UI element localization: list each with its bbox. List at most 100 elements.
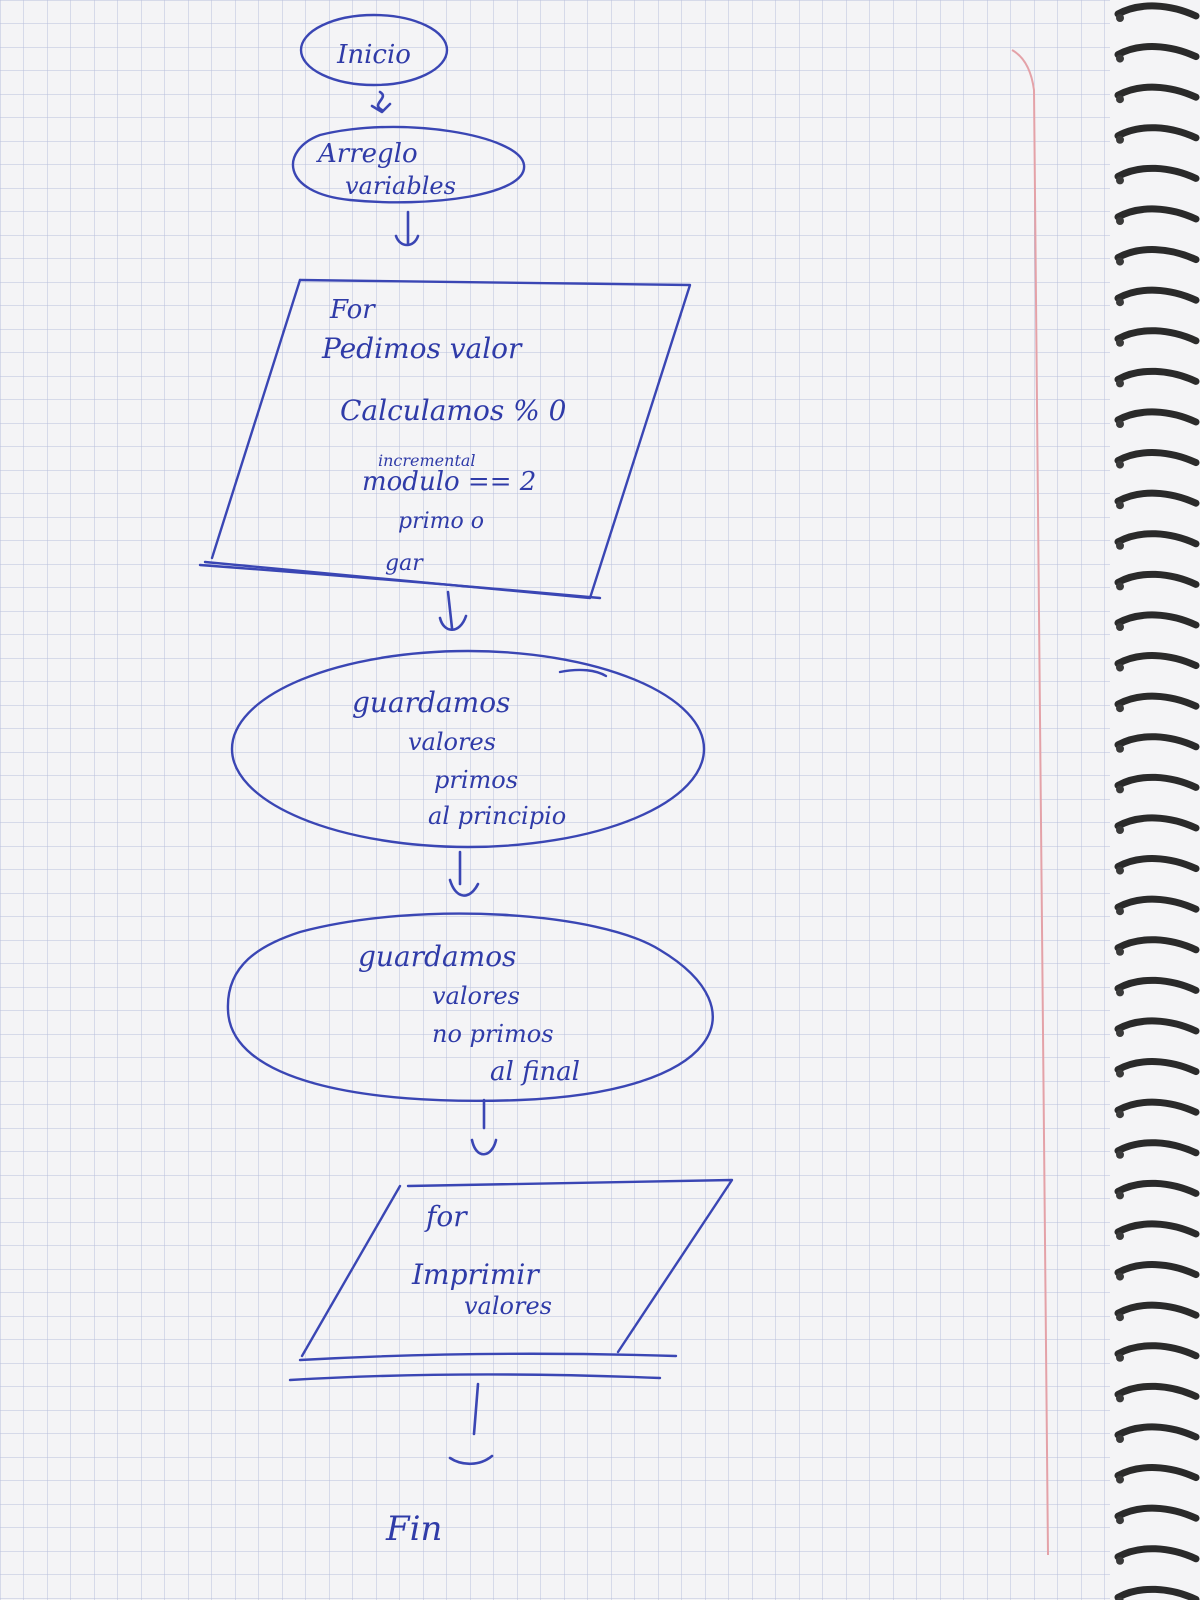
binding-hole [1116,866,1124,875]
binding-ring [1114,1382,1200,1400]
binding-hole [1116,338,1124,347]
binding-hole [1116,1353,1124,1362]
store-nonprimes-shape [226,912,714,1103]
binding-ring [1114,164,1200,182]
arrow-icon [448,1382,494,1466]
binding-ring [1114,1464,1200,1482]
binding-ring [1114,43,1200,61]
binding-ring [1114,773,1200,791]
binding-ring [1114,83,1200,101]
binding-hole [1116,420,1124,428]
binding-hole [1116,1110,1124,1119]
binding-hole [1116,907,1124,916]
input-loop-line-3: incremental [378,451,476,470]
binding-ring [1114,936,1200,954]
input-loop-keyword: For [329,295,376,325]
binding-ring [1114,530,1200,548]
input-loop-bottom-edge [198,563,602,600]
binding-hole [1116,582,1124,591]
binding-ring [1114,814,1200,832]
store-nonprimes-line-3: no primos [432,1020,554,1048]
store-primes-line-3: primos [434,766,518,794]
start-label: Inicio [336,40,411,70]
binding-ring [1114,570,1200,588]
binding-hole [1116,95,1124,104]
binding-hole [1116,947,1124,956]
binding-hole [1116,501,1124,510]
declare-shape [291,125,526,204]
binding-ring [1114,1017,1200,1035]
binding-hole [1116,1435,1124,1443]
binding-hole [1116,14,1124,22]
end-label: Fin [385,1509,442,1549]
binding-ring [1114,327,1200,345]
input-loop-left-edge [210,278,302,560]
binding-hole [1116,1191,1124,1200]
binding-ring [1114,408,1200,426]
binding-hole [1116,1150,1124,1159]
binding-hole [1116,1475,1124,1484]
input-loop-line-4: modulo == 2 [362,467,536,497]
binding-hole [1116,298,1124,307]
start-terminal-shape [299,13,449,87]
binding-ring [1114,1423,1200,1441]
binding-ring [1114,449,1200,467]
binding-ring [1114,489,1200,507]
binding-hole [1116,704,1124,713]
binding-ring [1114,367,1200,385]
binding-ring [1114,976,1200,994]
store-nonprimes-line-2: valores [432,982,520,1010]
binding-hole [1116,1597,1124,1600]
store-primes-stroke [558,668,608,678]
binding-ring [1114,1585,1200,1600]
spiral-binding [1114,2,1200,1600]
output-loop-keyword: for [424,1200,468,1233]
binding-ring [1114,1098,1200,1116]
binding-hole [1116,541,1124,550]
store-primes-line-4: al principio [428,802,566,830]
binding-ring [1114,652,1200,670]
binding-ring [1114,895,1200,913]
store-nonprimes-line-1: guardamos [358,940,516,973]
output-loop-shape [406,1178,734,1354]
binding-ring [1114,286,1200,304]
input-loop-line-1: Pedimos valor [321,332,523,365]
binding-ring [1114,205,1200,223]
binding-ring [1114,1220,1200,1238]
binding-hole [1116,1029,1124,1037]
binding-hole [1116,1556,1124,1565]
binding-ring [1114,1342,1200,1360]
output-loop-line-1: Imprimir [411,1258,540,1291]
binding-ring [1114,1139,1200,1157]
binding-ring [1114,1179,1200,1197]
store-primes-shape [230,649,706,849]
arrow-icon [470,1098,498,1156]
binding-hole [1116,460,1124,469]
store-primes-line-2: valores [408,728,496,756]
binding-ring [1114,733,1200,751]
input-loop-line-6: gar [385,551,424,576]
binding-ring [1114,124,1200,142]
binding-hole [1116,663,1124,672]
output-loop-bottom-edge [298,1352,678,1362]
binding-hole [1116,176,1124,185]
declare-line-2: variables [345,172,456,200]
store-nonprimes-line-4: al final [490,1057,580,1087]
binding-hole [1116,988,1124,997]
binding-hole [1116,135,1124,144]
output-loop-line-2: valores [464,1292,552,1320]
output-loop-bottom-edge-2 [288,1373,662,1382]
arrow-icon [370,90,392,114]
output-loop-left-edge [300,1184,402,1358]
arrow-icon [394,210,420,247]
arrow-icon [448,850,480,897]
binding-ring [1114,1301,1200,1319]
store-primes-line-1: guardamos [352,686,510,719]
binding-ring [1114,1261,1200,1279]
binding-ring [1114,855,1200,873]
binding-hole [1116,744,1124,753]
binding-hole [1116,1516,1124,1525]
binding-ring [1114,692,1200,710]
